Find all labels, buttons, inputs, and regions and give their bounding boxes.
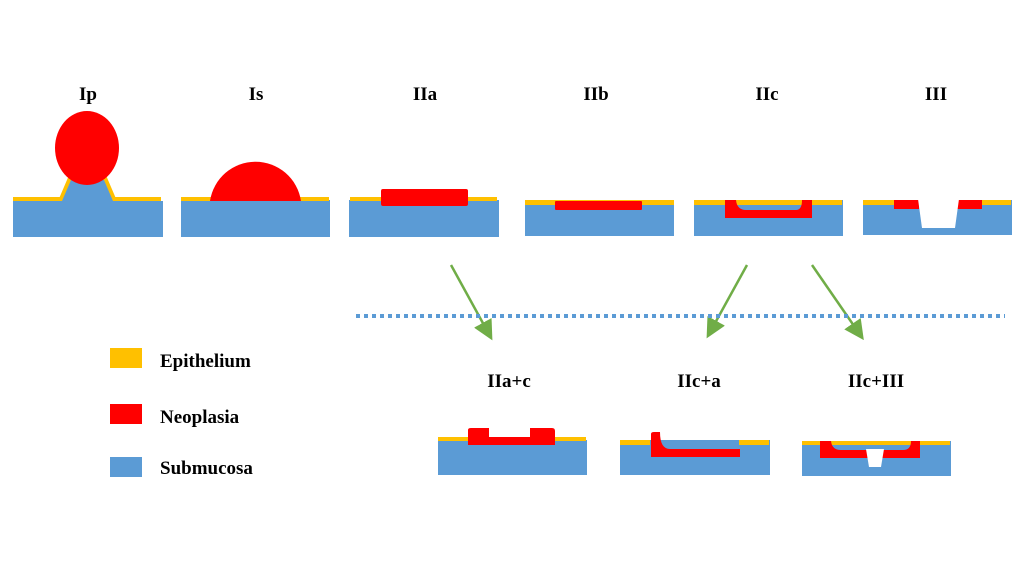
- label-iiac: IIa+c: [487, 371, 531, 392]
- legend-swatch-neoplasia: [110, 404, 142, 424]
- arrow-to-iica: [706, 264, 749, 339]
- label-iii: III: [925, 84, 947, 105]
- lesion-iica: [620, 432, 770, 475]
- arrow-to-iiac: [449, 264, 493, 341]
- lesion-iiac: [438, 428, 587, 475]
- label-iic: IIc: [755, 84, 778, 105]
- label-iica: IIc+a: [677, 371, 721, 392]
- lesion-is: [181, 161, 330, 237]
- legend-swatch-epithelium: [110, 348, 142, 368]
- lesion-iic: [694, 200, 843, 236]
- legend-swatch-submucosa: [110, 457, 142, 477]
- lesion-iii: [863, 199, 1012, 235]
- label-iib: IIb: [583, 84, 608, 105]
- label-is: Is: [249, 84, 264, 105]
- label-iia: IIa: [413, 84, 438, 105]
- legend-label-submucosa: Submucosa: [160, 458, 253, 479]
- legend-label-epithelium: Epithelium: [160, 351, 251, 372]
- lesion-iiciii: [802, 441, 951, 476]
- lesion-iia: [349, 189, 499, 237]
- arrow-to-iiciii: [810, 264, 864, 341]
- legend-label-neoplasia: Neoplasia: [160, 407, 240, 428]
- label-ip: Ip: [79, 84, 97, 105]
- lesion-iib: [525, 200, 674, 236]
- label-iiciii: IIc+III: [848, 371, 904, 392]
- lesion-ip: [13, 111, 163, 237]
